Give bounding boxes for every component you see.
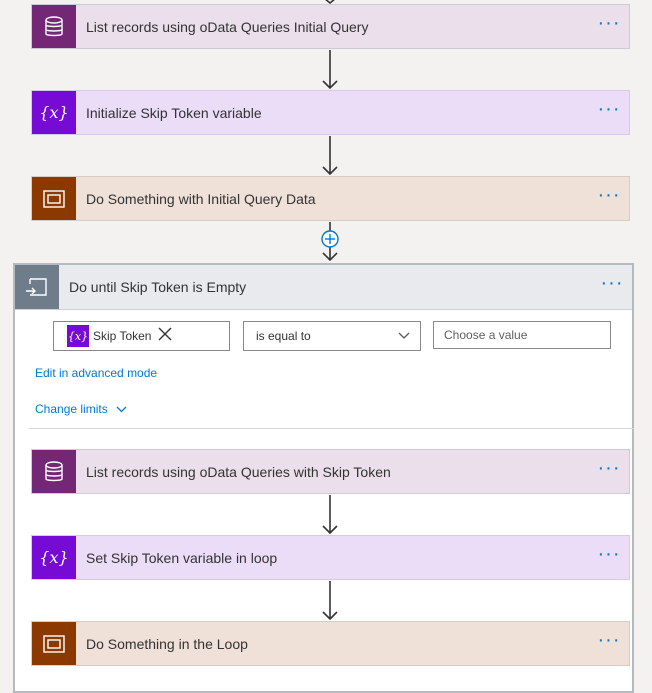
connector-arrow (320, 495, 340, 535)
add-step-plus-icon[interactable] (320, 229, 340, 249)
connector-arrow (320, 136, 340, 176)
scope-icon (32, 622, 76, 665)
action-card-list-records-initial[interactable]: List records using oData Queries Initial… (31, 4, 630, 49)
condition-value-input[interactable] (433, 321, 611, 349)
variable-icon: {x} (32, 536, 76, 579)
action-title: Do Something in the Loop (86, 635, 248, 652)
svg-text:{x}: {x} (39, 548, 68, 567)
action-card-initialize-variable[interactable]: {x} Initialize Skip Token variable ··· (31, 90, 630, 135)
more-options-button[interactable]: ··· (597, 11, 621, 34)
token-label: Skip Token (93, 329, 152, 343)
action-card-list-records-skip-token[interactable]: List records using oData Queries with Sk… (31, 449, 630, 494)
more-options-button[interactable]: ··· (597, 456, 621, 479)
divider (29, 428, 634, 429)
action-title: Set Skip Token variable in loop (86, 549, 278, 566)
do-until-icon (15, 265, 59, 309)
action-card-do-something-initial[interactable]: Do Something with Initial Query Data ··· (31, 176, 630, 221)
edit-advanced-mode-link[interactable]: Edit in advanced mode (35, 366, 158, 380)
database-icon (32, 450, 76, 493)
more-options-button[interactable]: ··· (597, 183, 621, 206)
change-limits-link[interactable]: Change limits (35, 402, 127, 416)
connector-arrow (320, 0, 340, 6)
action-title: Initialize Skip Token variable (86, 104, 262, 121)
action-card-do-something-loop[interactable]: Do Something in the Loop ··· (31, 621, 630, 666)
database-icon (32, 5, 76, 48)
more-options-button[interactable]: ··· (597, 97, 621, 120)
variable-icon: {x} (67, 325, 89, 347)
condition-operator-select[interactable]: is equal to (243, 321, 421, 351)
action-card-set-variable[interactable]: {x} Set Skip Token variable in loop ··· (31, 535, 630, 580)
chevron-down-icon (116, 402, 127, 416)
variable-icon: {x} (32, 91, 76, 134)
action-title: List records using oData Queries Initial… (86, 18, 369, 35)
loop-title: Do until Skip Token is Empty (69, 279, 247, 295)
action-title: Do Something with Initial Query Data (86, 190, 316, 207)
scope-icon (32, 177, 76, 220)
connector-arrow (320, 581, 340, 621)
svg-text:{x}: {x} (39, 103, 68, 122)
change-limits-label: Change limits (35, 402, 108, 416)
more-options-button[interactable]: ··· (597, 542, 621, 565)
condition-left-operand[interactable]: {x} Skip Token (53, 321, 230, 351)
more-options-button[interactable]: ··· (597, 628, 621, 651)
operator-value: is equal to (256, 329, 311, 343)
loop-header[interactable]: Do until Skip Token is Empty ··· (15, 265, 632, 310)
more-options-button[interactable]: ··· (600, 272, 624, 294)
skip-token-pill[interactable]: {x} Skip Token (67, 325, 173, 347)
connector-arrow (320, 50, 340, 90)
chevron-down-icon (398, 329, 410, 343)
remove-token-icon[interactable] (157, 326, 173, 346)
action-title: List records using oData Queries with Sk… (86, 463, 391, 480)
